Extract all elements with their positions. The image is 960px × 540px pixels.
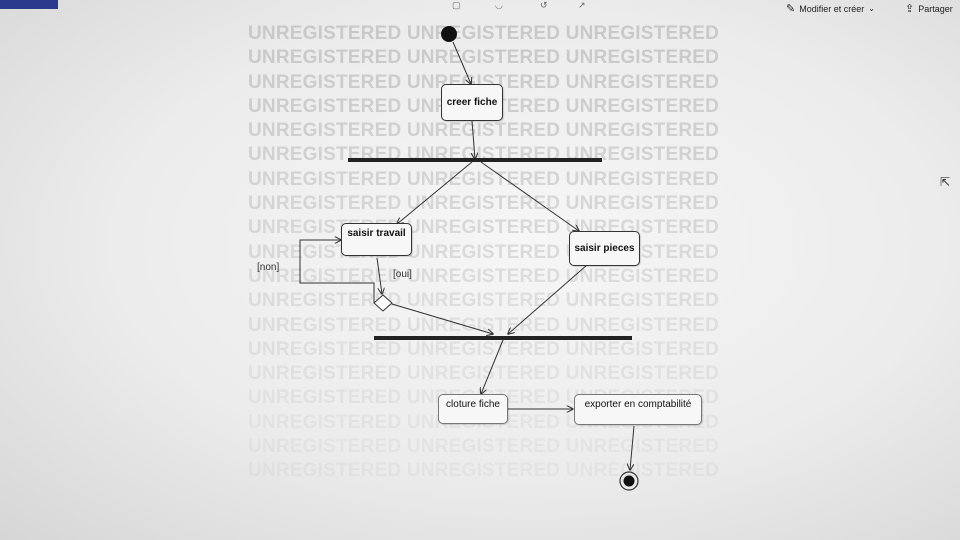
chevron-down-icon: ⌄ bbox=[868, 4, 875, 13]
guard-oui: [oui] bbox=[393, 269, 412, 280]
node-saisir-pieces[interactable]: saisir pieces bbox=[569, 231, 640, 266]
watermark-line: UNREGISTERED UNREGISTERED UNREGISTERED bbox=[248, 265, 720, 287]
node-creer-fiche-label: creer fiche bbox=[446, 97, 498, 108]
flow-fork-pieces bbox=[480, 161, 579, 231]
node-saisir-travail[interactable]: saisir travail bbox=[341, 223, 412, 256]
start-node bbox=[441, 26, 457, 42]
mouse-cursor-icon: ⇱ bbox=[940, 175, 951, 189]
flow-export-end bbox=[630, 425, 635, 470]
fork-bar bbox=[348, 158, 602, 162]
node-cloture-fiche-label: cloture fiche bbox=[446, 399, 500, 410]
share-label: Partager bbox=[918, 3, 953, 14]
watermark-line: UNREGISTERED UNREGISTERED UNREGISTERED bbox=[248, 290, 720, 312]
flow-decision-non bbox=[299, 240, 375, 303]
decision-node bbox=[373, 294, 393, 312]
node-cloture-fiche[interactable]: cloture fiche bbox=[438, 394, 508, 424]
watermark-line: UNREGISTERED UNREGISTERED UNREGISTERED bbox=[248, 338, 720, 360]
brand-bar bbox=[0, 0, 58, 9]
watermark-line: UNREGISTERED UNREGISTERED UNREGISTERED bbox=[248, 314, 720, 336]
edit-icon: ✎ bbox=[786, 3, 796, 15]
watermark-line: UNREGISTERED UNREGISTERED UNREGISTERED bbox=[248, 120, 720, 142]
node-creer-fiche[interactable]: creer fiche bbox=[441, 84, 503, 121]
flow-decision-join bbox=[391, 303, 493, 334]
flow-start-creer bbox=[452, 41, 471, 84]
flow-creer-fork bbox=[472, 120, 475, 159]
watermark-line: UNREGISTERED UNREGISTERED UNREGISTERED bbox=[248, 193, 720, 215]
node-saisir-travail-label: saisir travail bbox=[347, 228, 406, 239]
watermark-line: UNREGISTERED UNREGISTERED UNREGISTERED bbox=[248, 363, 720, 385]
share-button[interactable]: ⇪ Partager bbox=[905, 2, 953, 15]
watermark-line: UNREGISTERED UNREGISTERED UNREGISTERED bbox=[248, 436, 720, 458]
edit-create-label: Modifier et créer bbox=[799, 3, 865, 14]
watermark-line: UNREGISTERED UNREGISTERED UNREGISTERED bbox=[248, 460, 720, 482]
watermark-line: UNREGISTERED UNREGISTERED UNREGISTERED bbox=[248, 47, 720, 69]
join-bar bbox=[374, 336, 632, 340]
flow-join-cloture bbox=[481, 339, 504, 394]
end-node-core bbox=[623, 475, 635, 487]
flow-fork-travail bbox=[397, 161, 473, 224]
edit-create-button[interactable]: ✎ Modifier et créer ⌄ bbox=[786, 2, 875, 15]
node-saisir-pieces-label: saisir pieces bbox=[574, 243, 635, 254]
toolbar-icon[interactable]: ↗ bbox=[578, 0, 586, 10]
node-exporter-comptabilite[interactable]: exporter en comptabilité bbox=[574, 394, 702, 425]
toolbar-icon[interactable]: ▢ bbox=[452, 0, 461, 10]
watermark-line: UNREGISTERED UNREGISTERED UNREGISTERED bbox=[248, 71, 720, 93]
guard-non: [non] bbox=[257, 262, 280, 273]
node-exporter-label: exporter en comptabilité bbox=[584, 399, 692, 410]
watermark-line: UNREGISTERED UNREGISTERED UNREGISTERED bbox=[248, 23, 720, 44]
top-toolbar: ▢ ◡ ↺ ↗ ✎ Modifier et créer ⌄ ⇪ Partager bbox=[0, 0, 960, 22]
toolbar-icon[interactable]: ↺ bbox=[540, 0, 548, 10]
toolbar-icon[interactable]: ◡ bbox=[495, 0, 503, 10]
share-icon: ⇪ bbox=[905, 3, 915, 15]
watermark-line: UNREGISTERED UNREGISTERED UNREGISTERED bbox=[248, 168, 720, 190]
flow-travail-decision bbox=[376, 257, 382, 294]
end-node-ring bbox=[619, 471, 639, 491]
flow-pieces-join bbox=[508, 264, 588, 334]
